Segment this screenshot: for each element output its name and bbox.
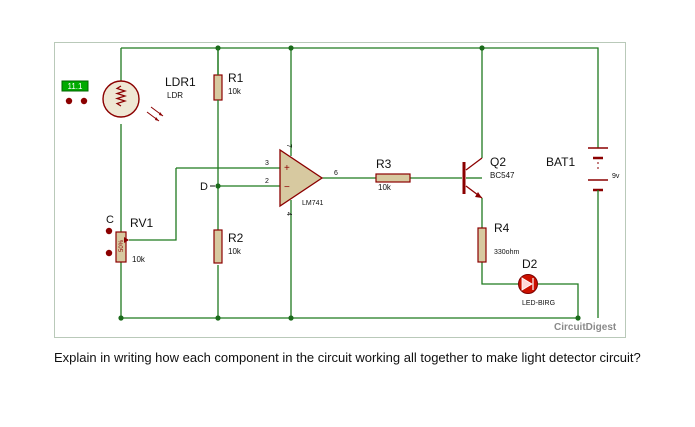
q2-ref: Q2 bbox=[490, 155, 506, 169]
r3-resistor bbox=[375, 173, 411, 183]
node-d-label: D bbox=[200, 181, 208, 193]
junction-nodes bbox=[118, 45, 581, 321]
opamp-pin4: 4 bbox=[285, 212, 292, 216]
r3-ref: R3 bbox=[376, 157, 392, 171]
rv1-percent: 50% bbox=[119, 239, 125, 252]
bat1-value: 9v bbox=[612, 173, 620, 180]
opamp-lm741 bbox=[279, 148, 324, 208]
r2-resistor bbox=[213, 229, 223, 264]
d2-ref: D2 bbox=[522, 257, 538, 271]
r1-ref: R1 bbox=[228, 71, 244, 85]
d2-led bbox=[518, 274, 538, 294]
rv1-wiper-label: C bbox=[106, 214, 114, 226]
rv1-potentiometer: 50% bbox=[105, 227, 129, 263]
bat1-ref: BAT1 bbox=[546, 155, 575, 169]
circuit-schematic: 11.1 LDR1 LDR R1 10k R2 10k D 50% C RV1 … bbox=[61, 45, 620, 333]
r4-resistor bbox=[477, 227, 487, 263]
r4-value: 330ohm bbox=[494, 249, 519, 256]
opamp-plus: + bbox=[284, 163, 290, 174]
r1-value: 10k bbox=[228, 87, 242, 96]
wires bbox=[120, 47, 599, 319]
bat1-battery bbox=[588, 140, 608, 204]
r3-value: 10k bbox=[378, 183, 392, 192]
rv1-value: 10k bbox=[132, 255, 146, 264]
opamp-minus: − bbox=[284, 182, 290, 193]
opamp-part: LM741 bbox=[302, 200, 324, 207]
rv1-ref: RV1 bbox=[130, 216, 153, 230]
opamp-pin3: 3 bbox=[265, 160, 269, 167]
q2-transistor bbox=[462, 157, 483, 199]
circuitdigest-logo: CircuitDigest bbox=[554, 322, 617, 333]
r2-value: 10k bbox=[228, 247, 242, 256]
opamp-pin2: 2 bbox=[265, 178, 269, 185]
ldr1-component bbox=[102, 80, 164, 122]
question-text: Explain in writing how each component in… bbox=[54, 350, 641, 365]
watermark-text: CircuitDigest bbox=[554, 322, 617, 333]
light-meter-value: 11.1 bbox=[68, 82, 84, 91]
schematic-frame bbox=[54, 42, 626, 338]
r4-ref: R4 bbox=[494, 221, 510, 235]
d2-part: LED-BIRG bbox=[522, 300, 555, 307]
q2-part: BC547 bbox=[490, 171, 515, 180]
opamp-pin7: 7 bbox=[285, 144, 292, 148]
r1-resistor bbox=[213, 74, 223, 101]
light-meter: 11.1 bbox=[61, 80, 89, 105]
r2-ref: R2 bbox=[228, 231, 244, 245]
opamp-pin6: 6 bbox=[334, 170, 338, 177]
ldr1-value: LDR bbox=[167, 91, 183, 100]
ldr1-ref: LDR1 bbox=[165, 75, 196, 89]
